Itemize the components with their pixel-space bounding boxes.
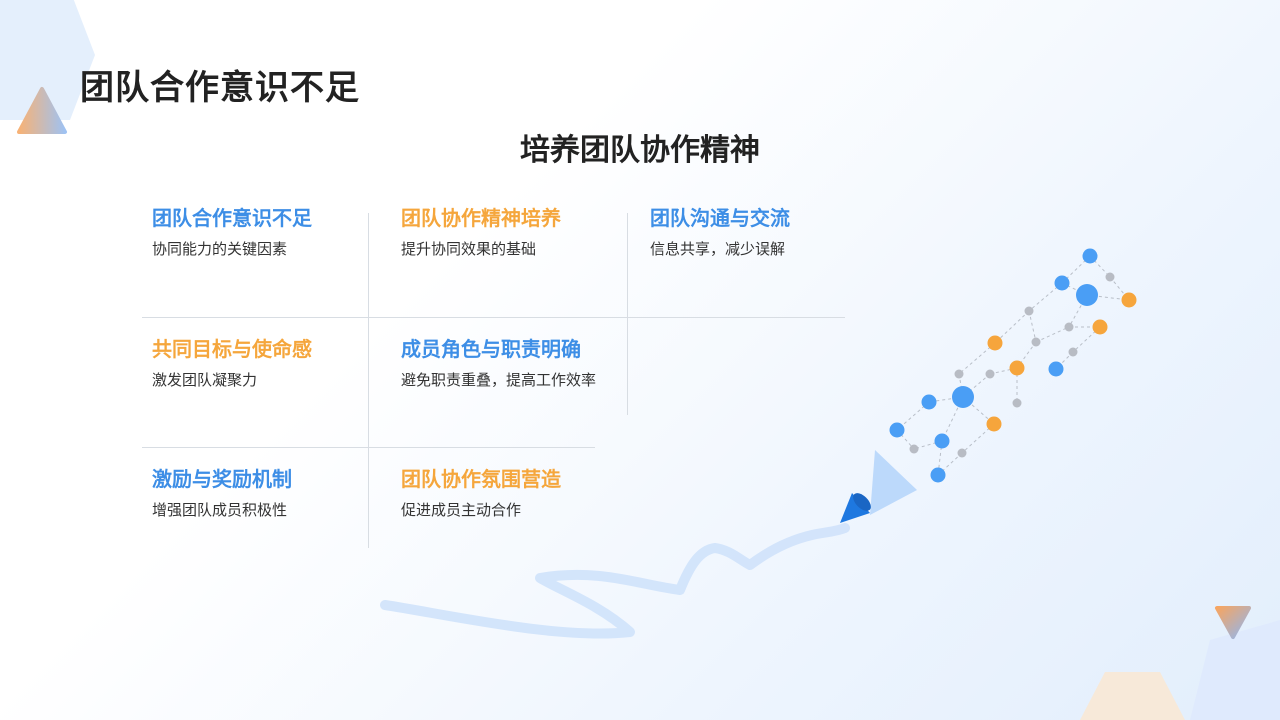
cell-title: 团队沟通与交流 — [650, 206, 790, 230]
grid-cell-shared-goals: 共同目标与使命感 激发团队凝聚力 — [152, 335, 362, 392]
grid-cell-collaboration-spirit: 团队协作精神培养 提升协同效果的基础 — [401, 204, 611, 261]
grid-divider-vertical-1 — [368, 213, 369, 548]
cell-description: 提升协同效果的基础 — [401, 240, 537, 258]
cell-description: 促进成员主动合作 — [401, 501, 522, 519]
cell-title: 团队协作氛围营造 — [401, 467, 561, 491]
grid-cell-team-communication: 团队沟通与交流 信息共享，减少误解 — [650, 204, 860, 261]
cell-title: 团队合作意识不足 — [152, 206, 312, 230]
cell-description: 激发团队凝聚力 — [152, 371, 258, 389]
grid-divider-vertical-2 — [627, 213, 628, 415]
grid-cell-teamwork-awareness: 团队合作意识不足 协同能力的关键因素 — [152, 204, 362, 261]
cell-title: 团队协作精神培养 — [401, 206, 561, 230]
page-title: 团队合作意识不足 — [80, 68, 360, 108]
bottom-right-triangle-icon — [1215, 606, 1251, 639]
bottom-right-hexagon-decoration — [1080, 620, 1280, 720]
cell-description: 避免职责重叠，提高工作效率 — [401, 371, 597, 389]
grid-divider-horizontal-1 — [142, 317, 845, 318]
grid-cell-collaboration-atmosphere: 团队协作氛围营造 促进成员主动合作 — [401, 465, 611, 522]
cell-title: 激励与奖励机制 — [152, 467, 292, 491]
cell-description: 信息共享，减少误解 — [650, 240, 786, 258]
cell-description: 增强团队成员积极性 — [152, 501, 288, 519]
grid-divider-horizontal-2 — [142, 447, 595, 448]
grid-cell-incentives: 激励与奖励机制 增强团队成员积极性 — [152, 465, 362, 522]
cell-title: 共同目标与使命感 — [152, 337, 312, 361]
network-pencil-icon — [380, 248, 1137, 639]
top-left-hexagon-decoration — [0, 0, 95, 120]
section-subtitle: 培养团队协作精神 — [520, 133, 760, 168]
cell-description: 协同能力的关键因素 — [152, 240, 288, 258]
top-left-triangle-icon — [17, 87, 67, 134]
cell-title: 成员角色与职责明确 — [401, 337, 581, 361]
grid-cell-roles-responsibilities: 成员角色与职责明确 避免职责重叠，提高工作效率 — [401, 335, 601, 392]
